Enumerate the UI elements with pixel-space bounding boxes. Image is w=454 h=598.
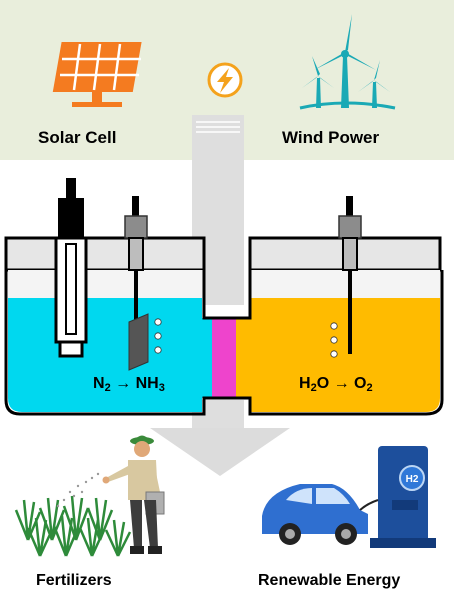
fertilizers-label: Fertilizers bbox=[36, 572, 112, 589]
reference-electrode bbox=[54, 178, 88, 358]
fertilizer-spray bbox=[56, 472, 100, 508]
cathode-reactant-subscript: 2 bbox=[104, 382, 111, 394]
flow-arrow bbox=[150, 115, 290, 476]
renewable-energy-label: Renewable Energy bbox=[258, 572, 401, 589]
solar-cell-label: Solar Cell bbox=[38, 128, 117, 147]
solar-panel-icon bbox=[52, 42, 142, 107]
wind-turbine-icon bbox=[299, 14, 396, 110]
anode-chamber bbox=[250, 270, 440, 298]
car-charger-icon: H2 bbox=[262, 446, 436, 548]
wind-power-label: Wind Power bbox=[282, 128, 380, 147]
cathode-reactant: N bbox=[93, 375, 105, 392]
farmer-fertilizer-icon bbox=[14, 435, 165, 557]
anode-electrolyte bbox=[236, 298, 440, 412]
cathode-product: NH bbox=[135, 375, 159, 392]
working-electrode bbox=[124, 196, 162, 371]
cathode-lid bbox=[4, 236, 206, 272]
anode-product: O bbox=[354, 375, 367, 392]
anode-reactant: H bbox=[299, 375, 311, 392]
anode-arrow: → bbox=[333, 375, 350, 392]
anode-reactant-tail: O bbox=[316, 375, 330, 392]
cathode-product-subscript: 3 bbox=[158, 382, 165, 394]
hydrogen-charger: H2 bbox=[370, 446, 436, 548]
membrane bbox=[212, 318, 236, 398]
anode-reaction: H2O → O2 bbox=[299, 375, 373, 394]
counter-electrode bbox=[330, 196, 362, 358]
anode-reactant-subscript: 2 bbox=[310, 382, 317, 394]
electric-car bbox=[262, 484, 368, 545]
lightning-icon bbox=[207, 62, 243, 98]
charger-h2-text: H2 bbox=[406, 474, 419, 485]
rice-plants bbox=[14, 495, 132, 557]
cathode-electrolyte bbox=[8, 298, 212, 412]
cathode-reaction: N2 → NH3 bbox=[93, 375, 165, 394]
anode-product-subscript: 2 bbox=[366, 382, 373, 394]
cathode-arrow: → bbox=[115, 375, 132, 392]
